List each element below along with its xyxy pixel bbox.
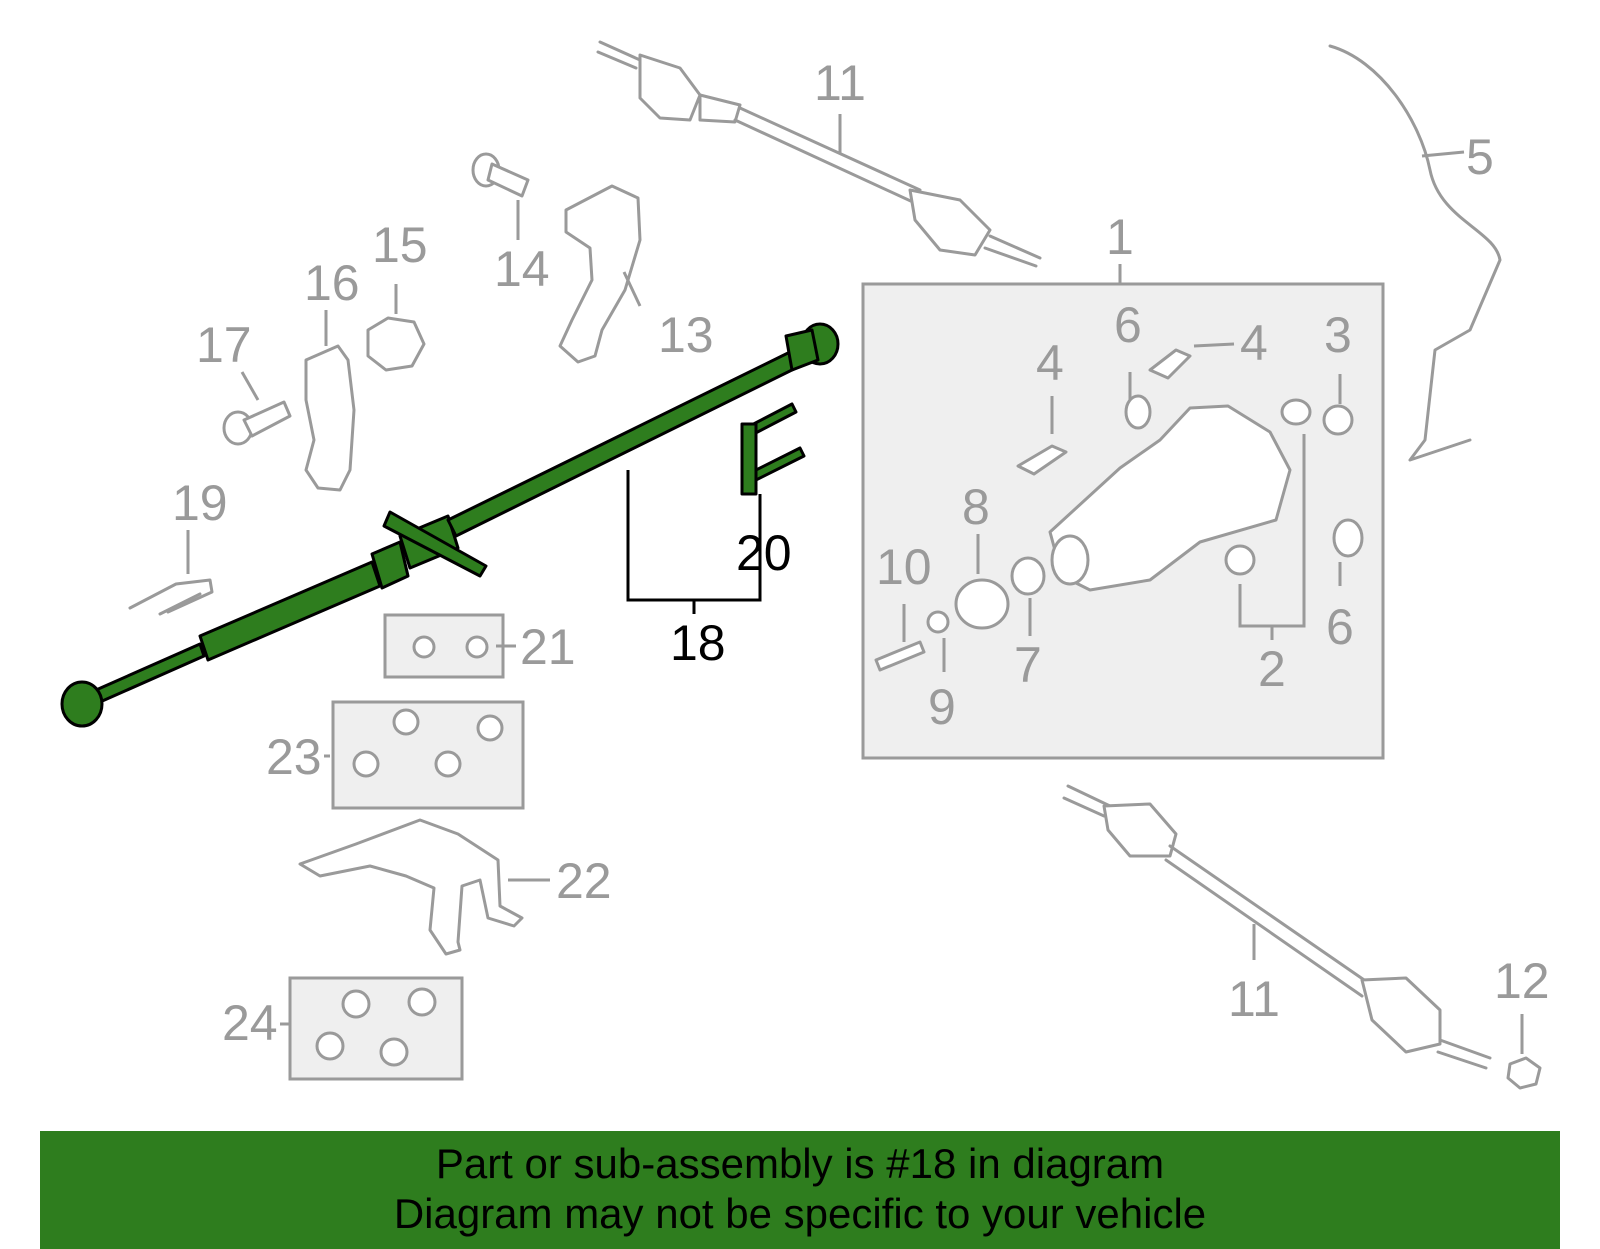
driveshaft-assembly-18 <box>60 322 840 728</box>
callout-5: 5 <box>1466 129 1494 185</box>
callout-13: 13 <box>658 307 714 363</box>
callout-4-right: 4 <box>1240 315 1268 371</box>
callout-16: 16 <box>304 255 360 311</box>
bolt-17 <box>222 400 292 446</box>
callout-23: 23 <box>266 729 322 785</box>
callout-24: 24 <box>222 995 278 1051</box>
callout-8: 8 <box>962 479 990 535</box>
notice-banner: Part or sub-assembly is #18 in diagram D… <box>40 1131 1560 1249</box>
callout-3: 3 <box>1324 307 1352 363</box>
bracket-16 <box>304 344 356 492</box>
nut-12 <box>1506 1056 1542 1090</box>
callout-9: 9 <box>928 679 956 735</box>
bolt-kit-21 <box>383 613 505 679</box>
callout-6-top: 6 <box>1114 297 1142 353</box>
callout-labels: 1 2 3 4 4 5 6 6 7 8 9 10 11 11 12 13 14 … <box>172 55 1550 1051</box>
callout-4-left: 4 <box>1036 335 1064 391</box>
axle-shaft-upper <box>596 40 1042 268</box>
callout-19: 19 <box>172 475 228 531</box>
callout-2: 2 <box>1258 641 1286 697</box>
callout-7: 7 <box>1014 637 1042 693</box>
nut-kit-24 <box>288 976 464 1081</box>
bracket-13 <box>558 184 642 364</box>
callout-15: 15 <box>372 217 428 273</box>
callout-11-top: 11 <box>814 55 866 111</box>
banner-line-2: Diagram may not be specific to your vehi… <box>393 1190 1207 1237</box>
callout-12: 12 <box>1494 953 1550 1009</box>
differential-assembly-box-1 <box>861 282 1385 760</box>
bolt-kit-23 <box>331 700 525 810</box>
clip-19 <box>128 578 214 616</box>
callout-20: 20 <box>736 525 792 581</box>
callout-14: 14 <box>494 241 550 297</box>
callout-21: 21 <box>520 619 576 675</box>
support-bracket-22 <box>298 818 524 956</box>
callout-11-bottom: 11 <box>1228 971 1280 1027</box>
nut-15 <box>366 316 426 372</box>
vent-hose <box>1328 44 1502 462</box>
banner-line-1: Part or sub-assembly is #18 in diagram <box>435 1140 1165 1187</box>
bolt-14 <box>471 152 530 198</box>
callout-1: 1 <box>1106 209 1134 265</box>
leader-lines <box>186 114 1524 1054</box>
callout-17: 17 <box>196 317 252 373</box>
callout-10: 10 <box>876 539 932 595</box>
callout-22: 22 <box>556 853 612 909</box>
callout-18: 18 <box>670 615 726 671</box>
axle-shaft-lower <box>1062 784 1492 1070</box>
callout-6-bottom: 6 <box>1326 599 1354 655</box>
bolts-20 <box>740 402 806 496</box>
